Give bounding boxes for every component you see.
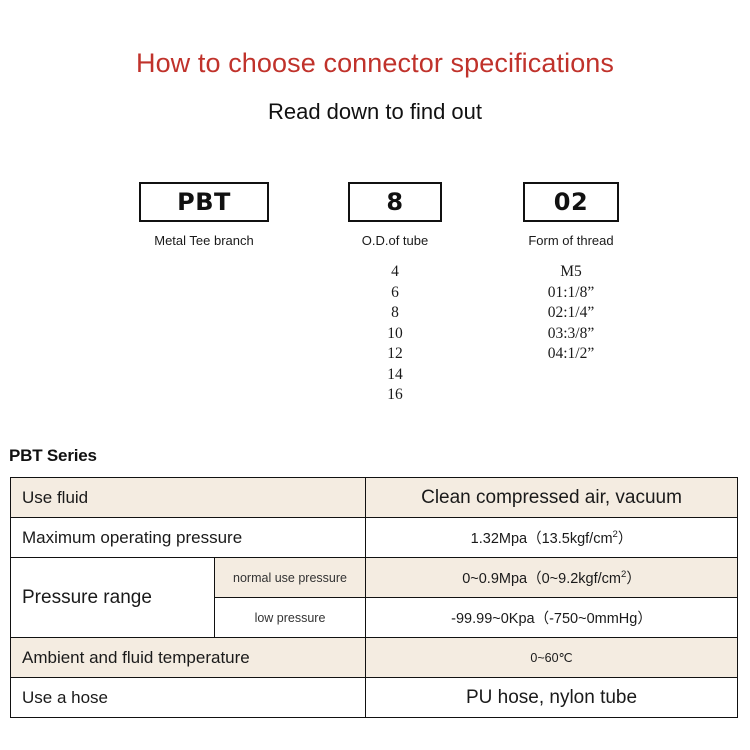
code-option-item: 8 [391, 304, 399, 321]
spec-value: 0~60℃ [530, 651, 573, 665]
page-subtitle: Read down to find out [267, 99, 483, 124]
spec-value-cell: 1.32Mpa（13.5kgf/cm2） [365, 517, 739, 558]
code-option-item: M5 [560, 263, 582, 280]
spec-label: Use a hose [22, 687, 108, 707]
spec-sublabel-cell: normal use pressure [213, 557, 367, 598]
code-caption-form-of-thread: Form of thread [528, 233, 614, 248]
code-box-series: PBT [139, 182, 269, 222]
spec-sublabel: low pressure [254, 610, 326, 625]
spec-label: Ambient and fluid temperature [22, 647, 250, 667]
code-column-form-of-thread: 02 Form of thread M5 01:1/8” 02:1/4” 03:… [523, 182, 619, 365]
code-option-item: 4 [391, 263, 399, 280]
spec-value: 0~0.9Mpa（0~9.2kgf/cm2） [462, 569, 641, 587]
code-option-item: 03:3/8” [547, 324, 595, 342]
page-title: How to choose connector specifications [135, 48, 615, 78]
code-box-form-of-thread-value: 02 [553, 188, 589, 216]
code-option-item: 10 [387, 324, 403, 342]
code-column-series: PBT Metal Tee branch [139, 182, 269, 262]
spec-value-cell: Clean compressed air, vacuum [365, 477, 739, 518]
table-row: Use fluid Clean compressed air, vacuum [9, 477, 739, 518]
spec-value: PU hose, nylon tube [465, 686, 638, 708]
spec-label-cell: Use fluid [9, 477, 367, 518]
code-options-od-of-tube: 4 6 8 10 12 14 16 [348, 262, 442, 406]
spec-label: Pressure range [22, 586, 152, 608]
code-box-od-of-tube-value: 8 [386, 188, 404, 216]
spec-value-cell: PU hose, nylon tube [365, 677, 739, 718]
table-row: Pressure range normal use pressure 0~0.9… [10, 557, 739, 638]
spec-label-cell: Maximum operating pressure [9, 517, 367, 558]
code-breakdown-diagram: PBT Metal Tee branch 8 O.D.of tube 4 6 8… [0, 182, 750, 422]
spec-label: Maximum operating pressure [22, 527, 243, 547]
code-box-form-of-thread: 02 [523, 182, 619, 222]
code-option-item: 6 [391, 283, 399, 301]
spec-value-cell: 0~0.9Mpa（0~9.2kgf/cm2） [365, 557, 739, 598]
spec-value: Clean compressed air, vacuum [421, 486, 682, 508]
code-option-item: 16 [387, 386, 403, 403]
spec-value: 1.32Mpa（13.5kgf/cm2） [470, 529, 633, 547]
specification-table: Use fluid Clean compressed air, vacuum M… [9, 477, 739, 718]
code-option-item: 04:1/2” [547, 345, 595, 362]
spec-sublabel-cell: low pressure [213, 597, 367, 638]
code-option-item: 12 [387, 345, 403, 362]
spec-label-cell-pressure-range: Pressure range [10, 557, 215, 638]
code-option-item: 02:1/4” [547, 304, 595, 321]
code-box-series-value: PBT [177, 188, 231, 216]
code-box-od-of-tube: 8 [348, 182, 442, 222]
code-option-item: 14 [387, 365, 403, 383]
code-caption-series: Metal Tee branch [154, 233, 254, 248]
spec-label: Use fluid [22, 487, 89, 507]
table-row: Maximum operating pressure 1.32Mpa（13.5k… [9, 517, 739, 558]
code-option-item: 01:1/8” [547, 283, 595, 301]
spec-value: -99.99~0Kpa（-750~0mmHg） [451, 611, 652, 627]
spec-sublabel: normal use pressure [233, 570, 347, 585]
table-row: Use a hose PU hose, nylon tube [9, 677, 739, 718]
table-row: Ambient and fluid temperature 0~60℃ [9, 637, 739, 678]
series-label: PBT Series [9, 446, 97, 465]
spec-value-cell: 0~60℃ [365, 637, 739, 678]
code-column-od-of-tube: 8 O.D.of tube 4 6 8 10 12 14 16 [348, 182, 442, 406]
code-caption-od-of-tube: O.D.of tube [361, 233, 429, 248]
table-row: low pressure -99.99~0Kpa（-750~0mmHg） [11, 597, 739, 638]
code-options-form-of-thread: M5 01:1/8” 02:1/4” 03:3/8” 04:1/2” [523, 262, 619, 365]
spec-value-cell: -99.99~0Kpa（-750~0mmHg） [365, 597, 739, 638]
spec-label-cell: Use a hose [9, 677, 367, 718]
spec-label-cell: Ambient and fluid temperature [9, 637, 367, 678]
